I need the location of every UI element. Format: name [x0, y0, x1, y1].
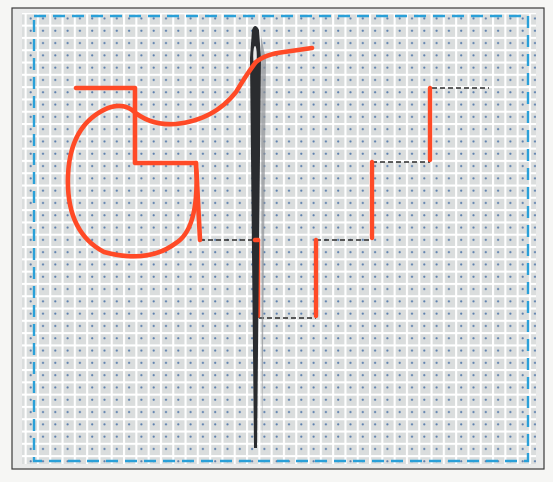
- stitch-grid: [22, 13, 536, 464]
